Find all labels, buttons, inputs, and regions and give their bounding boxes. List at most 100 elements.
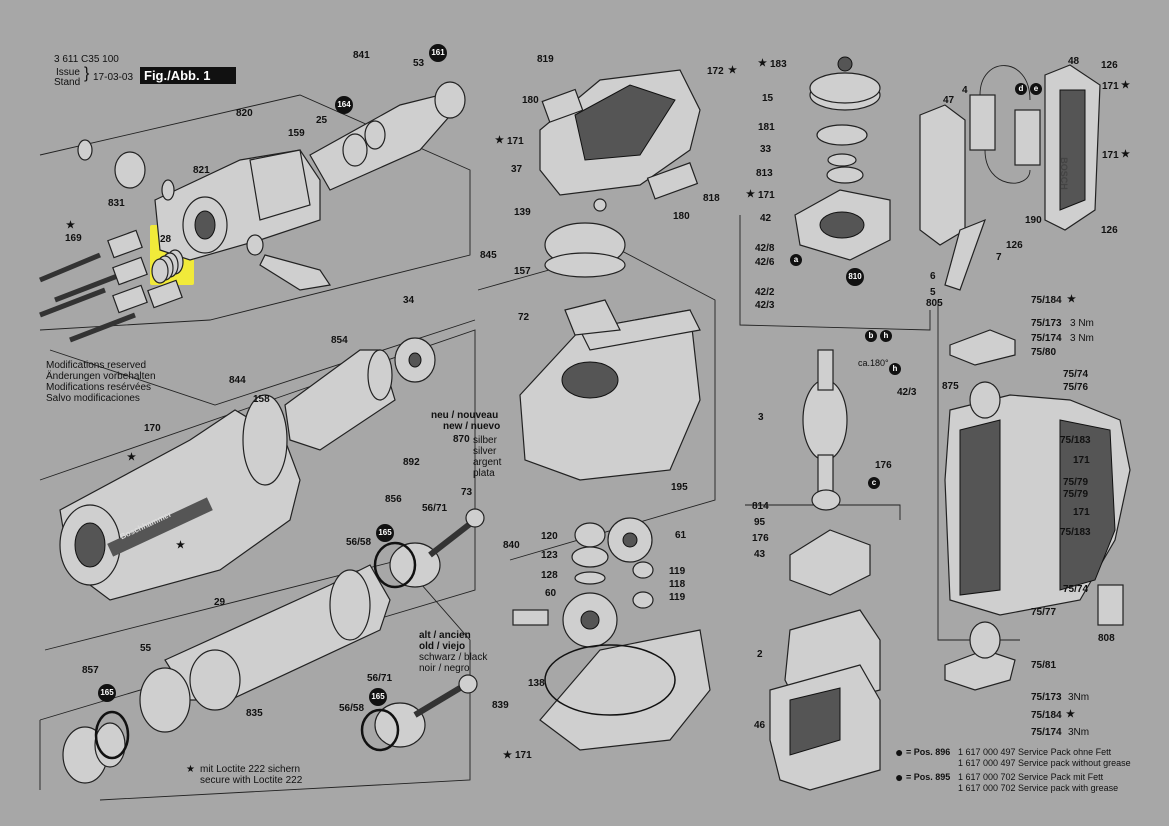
label-856[interactable]: 856 <box>385 494 402 505</box>
crankcase[interactable] <box>519 299 701 481</box>
badge-164[interactable]: 164 <box>335 96 353 114</box>
label-171[interactable]: 171 <box>1073 455 1090 466</box>
gear-housing-821[interactable] <box>154 149 321 261</box>
part-854[interactable] <box>284 349 396 451</box>
label-3[interactable]: 3 <box>758 412 764 423</box>
label-56-71[interactable]: 56/71 <box>422 503 448 514</box>
label-819[interactable]: 819 <box>537 54 554 65</box>
label-128[interactable]: 128 <box>541 570 558 581</box>
gear-61[interactable] <box>607 517 653 563</box>
label-42[interactable]: 42 <box>760 213 772 224</box>
plate-818[interactable] <box>646 162 699 200</box>
label-60[interactable]: 60 <box>545 588 557 599</box>
label-123[interactable]: 123 <box>541 550 558 561</box>
badge-e[interactable]: e <box>1030 83 1042 95</box>
label-56-58[interactable]: 56/58 <box>346 537 372 548</box>
fan-15[interactable] <box>809 56 881 111</box>
label-841[interactable]: 841 <box>353 50 370 61</box>
label-34[interactable]: 34 <box>403 295 415 306</box>
label-42-2[interactable]: 42/2 <box>755 287 775 298</box>
label-126[interactable]: 126 <box>1006 240 1023 251</box>
badge-c[interactable]: c <box>868 477 880 489</box>
suppressor-190[interactable] <box>1014 109 1041 166</box>
label-875[interactable]: 875 <box>942 381 959 392</box>
label-139[interactable]: 139 <box>514 207 531 218</box>
badge-d[interactable]: d <box>1015 83 1027 95</box>
label-171[interactable]: 171 <box>1102 150 1119 161</box>
badge-h[interactable]: h <box>889 363 901 375</box>
spindle-53[interactable] <box>309 81 466 191</box>
label-55[interactable]: 55 <box>140 643 152 654</box>
label-75-174[interactable]: 75/174 <box>1031 333 1062 344</box>
label-831[interactable]: 831 <box>108 198 125 209</box>
label-46[interactable]: 46 <box>754 720 766 731</box>
bracket-75-80[interactable] <box>949 329 1016 366</box>
label-158[interactable]: 158 <box>253 394 270 405</box>
label-170[interactable]: 170 <box>144 423 161 434</box>
gear-base-839[interactable] <box>539 629 711 751</box>
label-75-184[interactable]: 75/184 <box>1031 710 1062 721</box>
label-190[interactable]: 190 <box>1025 215 1042 226</box>
label-61[interactable]: 61 <box>675 530 687 541</box>
label-75-81[interactable]: 75/81 <box>1031 660 1057 671</box>
label-119[interactable]: 119 <box>669 566 686 577</box>
label-42-6[interactable]: 42/6 <box>755 257 775 268</box>
label-43[interactable]: 43 <box>754 549 766 560</box>
armature-3[interactable] <box>802 349 848 496</box>
label-75-184[interactable]: 75/184 <box>1031 295 1062 306</box>
label-126[interactable]: 126 <box>1101 60 1118 71</box>
label-75-173[interactable]: 75/173 <box>1031 692 1062 703</box>
label-180[interactable]: 180 <box>673 211 690 222</box>
label-75-174[interactable]: 75/174 <box>1031 727 1062 738</box>
label-126[interactable]: 126 <box>1101 225 1118 236</box>
label-47[interactable]: 47 <box>943 95 955 106</box>
label-857[interactable]: 857 <box>82 665 99 676</box>
piston-old[interactable] <box>374 674 478 748</box>
label-75-79[interactable]: 75/79 <box>1063 477 1089 488</box>
label-854[interactable]: 854 <box>331 335 348 346</box>
label-171[interactable]: 171 <box>507 136 524 147</box>
label-75-74[interactable]: 75/74 <box>1063 369 1089 380</box>
label-75-76[interactable]: 75/76 <box>1063 382 1089 393</box>
label-56-71[interactable]: 56/71 <box>367 673 393 684</box>
badge-h[interactable]: h <box>880 330 892 342</box>
label-821[interactable]: 821 <box>193 165 210 176</box>
gear-60[interactable] <box>562 592 618 648</box>
badge-165[interactable]: 165 <box>98 684 116 702</box>
selector-lever[interactable] <box>259 254 332 291</box>
label-120[interactable]: 120 <box>541 531 558 542</box>
label-42-8[interactable]: 42/8 <box>755 243 775 254</box>
label-176[interactable]: 176 <box>875 460 892 471</box>
label-75-183[interactable]: 75/183 <box>1060 435 1091 446</box>
label-56-58[interactable]: 56/58 <box>339 703 365 714</box>
motor-housing-46[interactable] <box>769 664 881 791</box>
label-75-183[interactable]: 75/183 <box>1060 527 1091 538</box>
label-183[interactable]: 183 <box>770 59 787 70</box>
label-820[interactable]: 820 <box>236 108 253 119</box>
badge-161[interactable]: 161 <box>429 44 447 62</box>
label-870[interactable]: 870 <box>453 434 470 445</box>
label-814[interactable]: 814 <box>752 501 769 512</box>
label-171[interactable]: 171 <box>1102 81 1119 92</box>
label-159[interactable]: 159 <box>288 128 305 139</box>
piston-new[interactable] <box>389 508 485 588</box>
label-75-79[interactable]: 75/79 <box>1063 489 1089 500</box>
label-72[interactable]: 72 <box>518 312 530 323</box>
badge-165[interactable]: 165 <box>369 688 387 706</box>
label-4[interactable]: 4 <box>962 85 968 96</box>
fan-baffle-43[interactable] <box>789 529 871 596</box>
label-25[interactable]: 25 <box>316 115 328 126</box>
label-180[interactable]: 180 <box>522 95 539 106</box>
switch-4[interactable] <box>969 94 996 151</box>
label-15[interactable]: 15 <box>762 93 774 104</box>
label-835[interactable]: 835 <box>246 708 263 719</box>
label-7[interactable]: 7 <box>996 252 1002 263</box>
label-42-3[interactable]: 42/3 <box>755 300 775 311</box>
label-75-77[interactable]: 75/77 <box>1031 607 1057 618</box>
label-6[interactable]: 6 <box>930 271 936 282</box>
barrel-29[interactable] <box>164 564 391 711</box>
label-2[interactable]: 2 <box>757 649 763 660</box>
label-119[interactable]: 119 <box>669 592 686 603</box>
label-118[interactable]: 118 <box>669 579 686 590</box>
label-813[interactable]: 813 <box>756 168 773 179</box>
